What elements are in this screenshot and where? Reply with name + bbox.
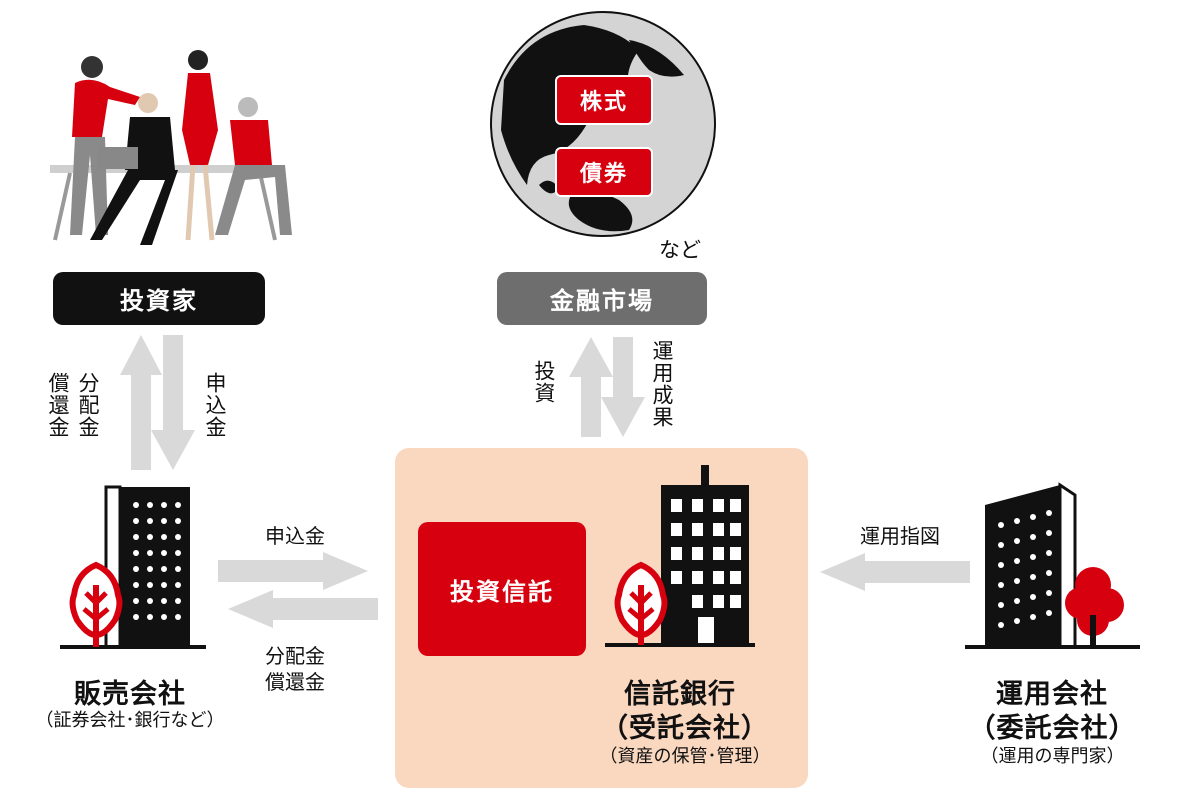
trust-bank-sub: （資産の保管･管理） (599, 746, 771, 767)
dividend-text: 分配金 (76, 372, 100, 438)
seller-name: 販売会社 (74, 679, 186, 710)
seller-sub: （証券会社･銀行など） (35, 710, 225, 731)
seller-building-icon (60, 485, 206, 649)
investment-trust-box: 投資信託 (418, 522, 586, 656)
trust-bank-name: 信託銀行 (624, 679, 736, 710)
market-etc-text: など (659, 238, 701, 262)
redemption-text: 償還金 (46, 372, 70, 438)
trust-bank-role: （受託会社） (601, 713, 769, 744)
manager-building-icon (965, 482, 1140, 649)
instruction-text: 運用指図 (860, 524, 940, 548)
trust-bank-building-icon (605, 465, 755, 647)
bond-tag: 債券 (555, 147, 653, 197)
market-label: 金融市場 (497, 272, 707, 325)
stock-tag: 株式 (555, 75, 653, 125)
subscription-text: 申込金 (203, 372, 227, 438)
performance-text: 運用成果 (650, 340, 674, 428)
trust-to-seller-dividend: 分配金 (265, 644, 325, 668)
seller-trust-arrows (218, 552, 378, 628)
investment-text: 投資 (532, 360, 556, 404)
market-trust-arrows (569, 337, 645, 437)
seller-to-trust-subscription: 申込金 (265, 524, 325, 548)
manager-trust-arrow (820, 553, 970, 591)
globe-illustration (490, 11, 716, 237)
manager-name: 運用会社 (996, 679, 1108, 710)
investor-label: 投資家 (53, 272, 265, 325)
investors-illustration (50, 50, 292, 245)
trust-to-seller-redemption: 償還金 (265, 670, 325, 694)
manager-role: （委託会社） (968, 713, 1137, 744)
manager-sub: （運用の専門家） (980, 746, 1125, 767)
investor-seller-arrows (120, 335, 195, 470)
